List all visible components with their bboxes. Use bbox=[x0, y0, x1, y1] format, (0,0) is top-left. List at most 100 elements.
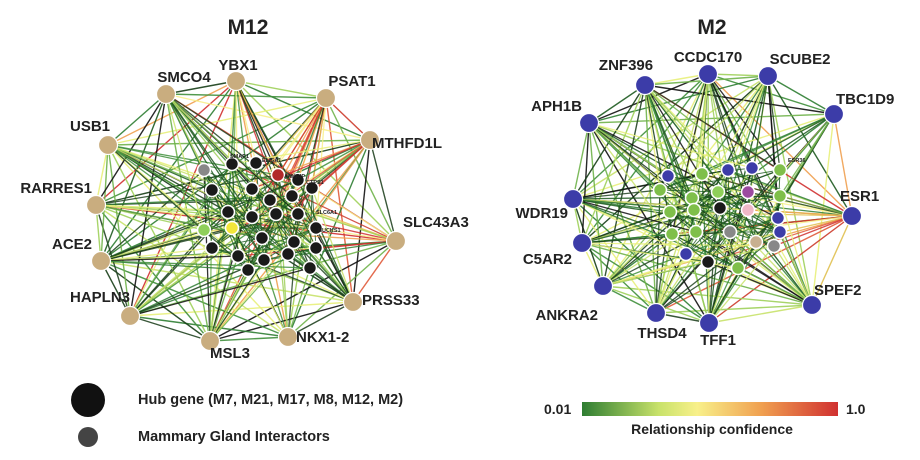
edge-interactor bbox=[209, 255, 239, 342]
edge-hub bbox=[95, 80, 237, 206]
interactor-node bbox=[772, 162, 788, 178]
legend-interactor-marker bbox=[78, 427, 98, 447]
hub-label-slc43a3: SLC43A3 bbox=[403, 214, 469, 231]
edge-interactor bbox=[311, 97, 327, 189]
hub-label-ccdc170: CCDC170 bbox=[674, 49, 742, 66]
edge-hub bbox=[572, 198, 657, 314]
interactor-node bbox=[270, 167, 286, 183]
interactor-node bbox=[660, 168, 676, 184]
interactor-node bbox=[308, 220, 324, 236]
hub-node-prss33 bbox=[342, 291, 364, 313]
interactor-node bbox=[722, 224, 738, 240]
edge-hub bbox=[107, 144, 131, 317]
hub-label-tbc1d9: TBC1D9 bbox=[836, 91, 894, 108]
edge-hub bbox=[165, 93, 327, 99]
edge-hub bbox=[165, 80, 237, 95]
edge-hub bbox=[107, 93, 167, 146]
interactor-node bbox=[694, 166, 710, 182]
edge-hub bbox=[644, 84, 835, 115]
edge-interactor bbox=[129, 247, 213, 317]
edge-interactor bbox=[669, 211, 731, 233]
edge-hub bbox=[708, 215, 853, 324]
hub-node-rarres1 bbox=[85, 194, 107, 216]
edge-interactor bbox=[708, 169, 729, 324]
hub-node-psat1 bbox=[315, 87, 337, 109]
nodes-m12 bbox=[85, 70, 407, 352]
legend-hub-text: Hub gene (M7, M21, M17, M8, M12, M2) bbox=[138, 392, 403, 408]
interactor-node bbox=[224, 220, 240, 236]
edge-interactor bbox=[100, 211, 229, 262]
edge-interactor bbox=[165, 93, 299, 181]
edge-hub bbox=[107, 80, 237, 146]
edge-interactor bbox=[644, 84, 781, 171]
edge-interactor bbox=[165, 93, 293, 197]
hub-node-slc43a3 bbox=[385, 230, 407, 252]
edge-interactor bbox=[695, 191, 719, 233]
interactor-node bbox=[284, 188, 300, 204]
edge-interactor bbox=[727, 169, 781, 197]
color-scale-bar bbox=[582, 402, 838, 416]
edge-interactor bbox=[581, 231, 731, 244]
interactor-node bbox=[244, 209, 260, 225]
hub-node-ace2 bbox=[90, 250, 112, 272]
edge-interactor bbox=[767, 75, 781, 171]
hub-node-esr1 bbox=[841, 205, 863, 227]
hub-node-ankra2 bbox=[592, 275, 614, 297]
edge-interactor bbox=[311, 187, 397, 242]
edge-interactor bbox=[100, 179, 299, 262]
edge-hub bbox=[325, 97, 354, 303]
edge-hub bbox=[95, 204, 397, 242]
interactor-label: CTPS1 bbox=[306, 180, 324, 186]
interactor-node bbox=[240, 262, 256, 278]
edge-hub bbox=[655, 215, 853, 314]
interactor-label: ELISA1 bbox=[262, 158, 281, 164]
interactor-node bbox=[204, 240, 220, 256]
edge-interactor bbox=[211, 237, 263, 249]
edge-interactor bbox=[572, 198, 687, 255]
edge-hub bbox=[107, 97, 327, 146]
edge-hub bbox=[588, 122, 657, 314]
interactor-node bbox=[740, 202, 756, 218]
edge-interactor bbox=[287, 253, 354, 303]
edge-interactor bbox=[287, 213, 299, 338]
edge-interactor bbox=[729, 217, 779, 233]
edge-interactor bbox=[165, 93, 317, 229]
interactor-node bbox=[766, 238, 782, 254]
interactor-label: ESR36 bbox=[788, 158, 805, 164]
interactor-node bbox=[710, 184, 726, 200]
hub-label-ace2: ACE2 bbox=[52, 236, 92, 253]
edge-interactor bbox=[100, 229, 205, 262]
hub-label-msl3: MSL3 bbox=[210, 345, 250, 362]
edge-hub bbox=[655, 304, 813, 314]
interactor-node bbox=[664, 226, 680, 242]
hub-node-ccdc170 bbox=[697, 63, 719, 85]
hub-label-aph1b: APH1B bbox=[531, 98, 582, 115]
edge-hub bbox=[352, 240, 397, 303]
edge-interactor bbox=[209, 269, 249, 342]
edge-interactor bbox=[263, 213, 277, 261]
interactor-label: ANKRIP bbox=[284, 174, 305, 180]
edge-hub bbox=[581, 122, 590, 244]
hub-label-usb1: USB1 bbox=[70, 118, 110, 135]
edge-interactor bbox=[211, 174, 279, 249]
interactor-node bbox=[302, 260, 318, 276]
interactor-node bbox=[224, 156, 240, 172]
edge-interactor bbox=[779, 195, 853, 217]
edge-hub bbox=[767, 75, 853, 217]
edge-interactor bbox=[588, 122, 779, 219]
edge-interactor bbox=[747, 191, 757, 243]
interactor-node bbox=[230, 248, 246, 264]
interactor-node bbox=[744, 160, 760, 176]
edge-interactor bbox=[685, 73, 709, 255]
edge-interactor bbox=[581, 242, 775, 247]
edge-hub bbox=[581, 73, 709, 244]
interactor-node bbox=[286, 234, 302, 250]
edge-interactor bbox=[315, 97, 327, 229]
interactor-node bbox=[262, 192, 278, 208]
hub-node-tff1 bbox=[698, 312, 720, 334]
edge-interactor bbox=[209, 253, 289, 342]
edge-interactor bbox=[655, 233, 673, 314]
edge-hub bbox=[572, 73, 709, 200]
